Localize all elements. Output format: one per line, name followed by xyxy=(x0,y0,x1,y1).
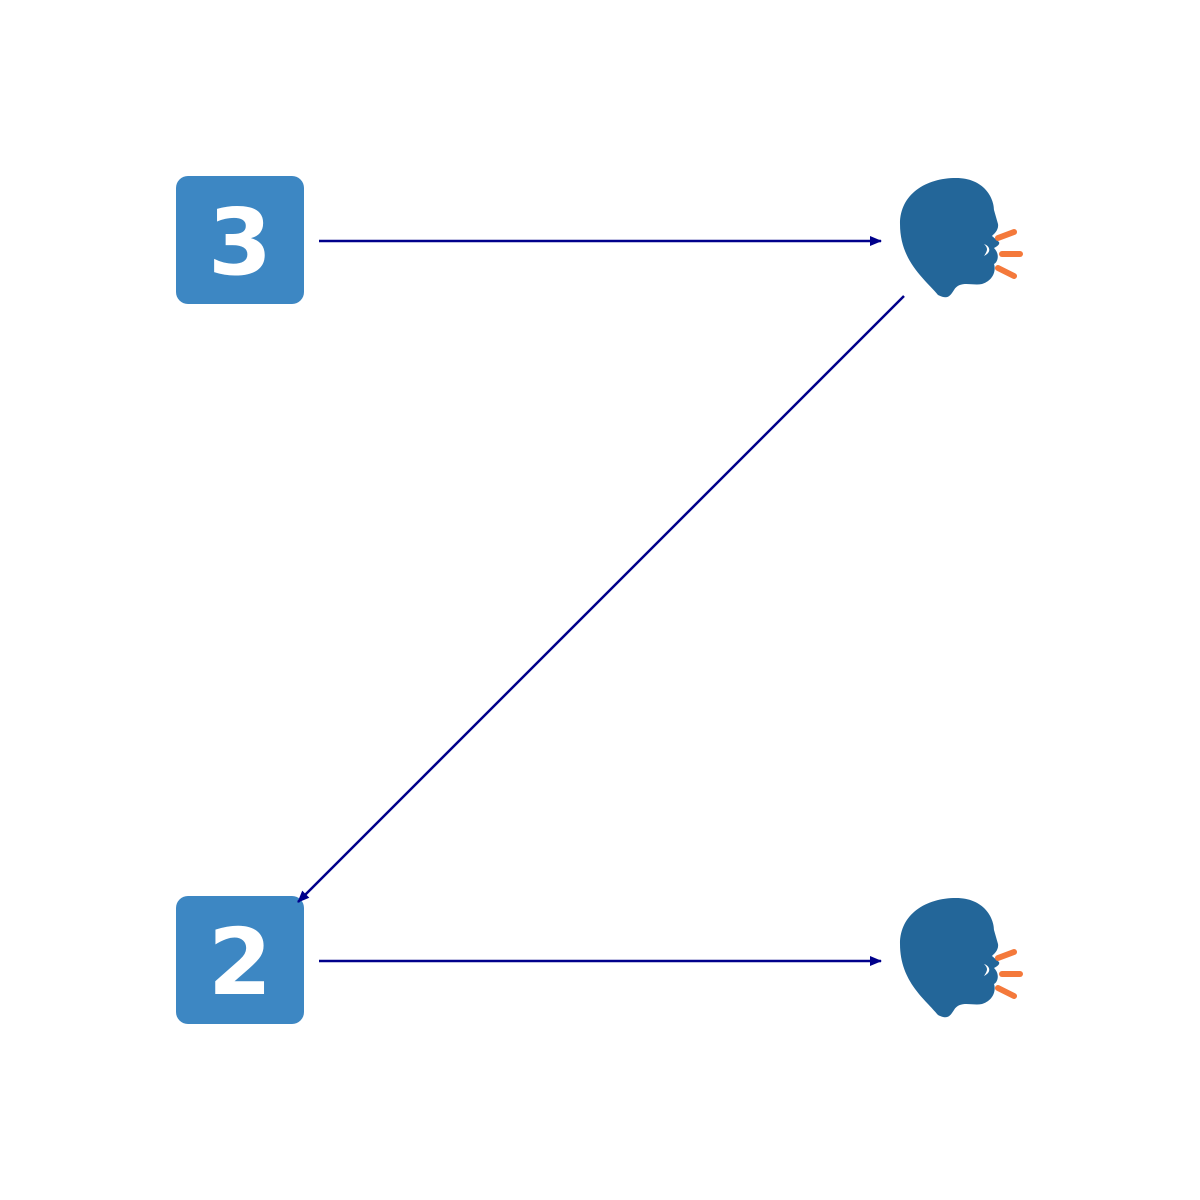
speaking-head-icon xyxy=(900,898,1020,1017)
arrow-speaking-head-top-to-keycap-2 xyxy=(297,295,905,903)
keycap-digit-three-icon: 3 xyxy=(176,176,304,304)
keycap-digit-two-icon: 2 xyxy=(176,896,304,1024)
keycap-2-background xyxy=(176,896,304,1024)
speaking-head-icon xyxy=(900,178,1020,297)
keycap-2-label: 2 xyxy=(208,909,272,1016)
keycap-3-label: 3 xyxy=(208,189,272,296)
keycap-3-background xyxy=(176,176,304,304)
